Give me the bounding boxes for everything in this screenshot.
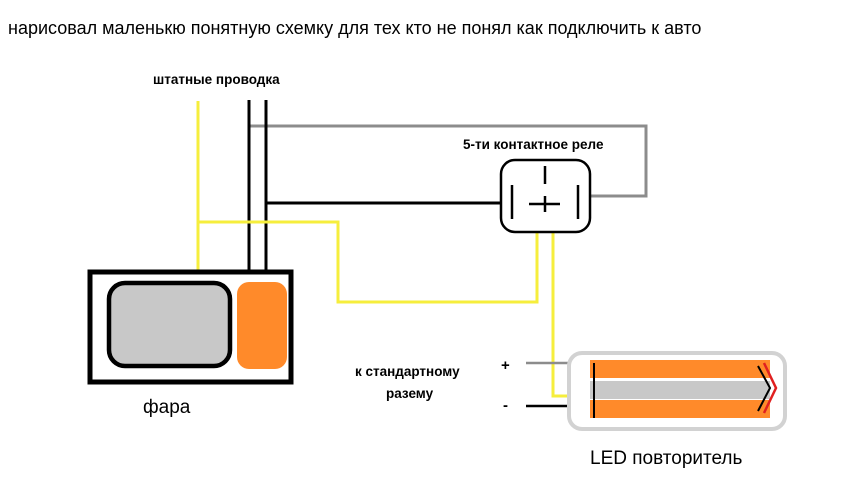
- wiring-label: штатные проводка: [153, 72, 280, 87]
- led-core: [590, 381, 770, 399]
- headlight-label: фара: [143, 397, 191, 418]
- led-red-wire: [762, 362, 778, 414]
- led-strip-bottom: [590, 400, 770, 418]
- caption: нарисовал маленькю понятную схемку для т…: [8, 18, 701, 38]
- plus-sign: +: [501, 357, 510, 374]
- relay-label: 5-ти контактное реле: [463, 137, 604, 152]
- led-black-wire: [757, 365, 772, 412]
- standard-connector-label-1: к стандартному: [355, 364, 460, 379]
- led-label: LED повторитель: [590, 448, 743, 469]
- headlight-lamp: [106, 280, 233, 369]
- minus-sign: -: [503, 397, 508, 414]
- led-repeater: [567, 351, 787, 431]
- relay: [499, 158, 592, 234]
- gray-wire: [250, 124, 648, 198]
- standard-connector-label-2: разему: [386, 386, 434, 401]
- headlight-turn-signal: [237, 282, 287, 369]
- headlight: [87, 269, 294, 385]
- led-strip-top: [590, 360, 770, 378]
